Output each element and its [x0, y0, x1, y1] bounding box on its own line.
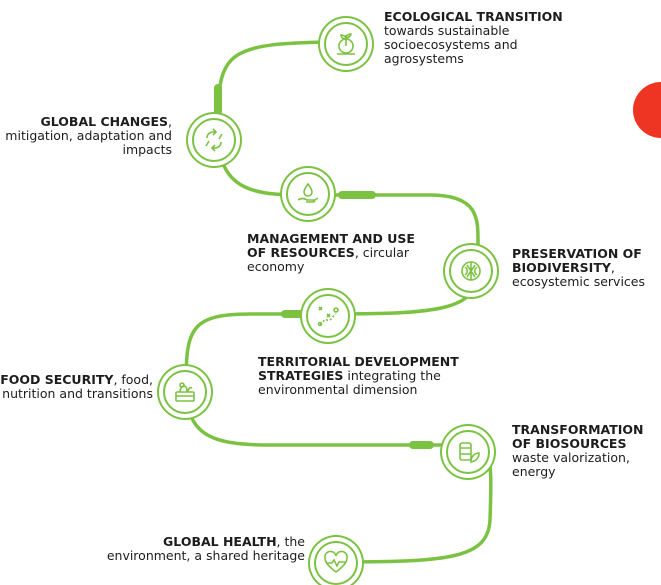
biosource-icon — [446, 430, 490, 474]
label-transformation-biosources: TRANSFORMATION OF BIOSOURCES waste valor… — [512, 422, 644, 479]
biodiversity-icon — [449, 249, 493, 293]
plant-globe-icon — [324, 22, 368, 66]
water-hand-icon — [286, 172, 330, 216]
label-territorial-development: TERRITORIAL DEVELOPMENT STRATEGIES integ… — [258, 354, 459, 397]
label-global-health: GLOBAL HEALTH, the environment, a shared… — [106, 534, 305, 563]
heart-health-icon — [314, 541, 358, 585]
cycle-arrows-icon — [192, 118, 236, 162]
label-preservation-biodiversity: PRESERVATION OF BIODIVERSITY, ecosystemi… — [512, 246, 646, 289]
strategy-icon — [306, 294, 350, 338]
label-food-security: FOOD SECURITY, food, nutrition and trans… — [0, 372, 153, 401]
label-management-resources: MANAGEMENT AND USE OF RESOURCES, circula… — [247, 231, 415, 274]
food-basket-icon — [163, 370, 207, 414]
label-global-changes: GLOBAL CHANGES, mitigation, adaptation a… — [5, 114, 172, 157]
